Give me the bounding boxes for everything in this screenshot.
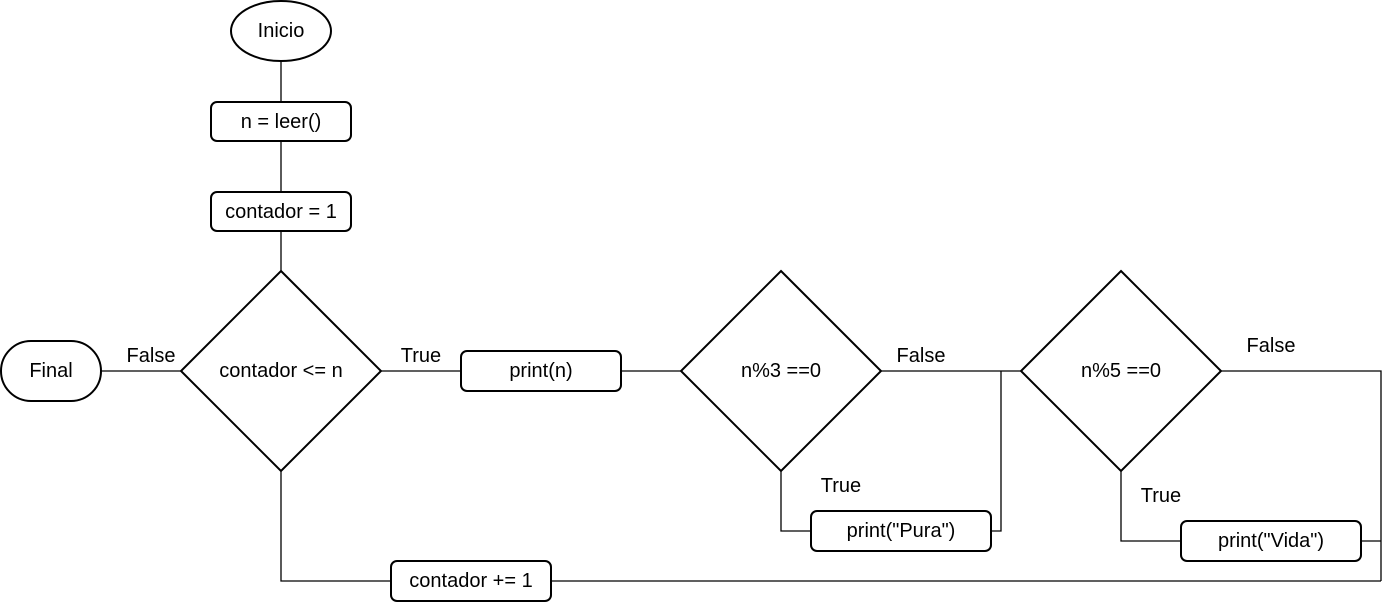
loop-true-label: True [401,345,441,367]
mod3-condition-diamond: n%3 ==0 [679,269,883,473]
init-counter-box: contador = 1 [210,191,352,232]
edge-increment-to-loop [280,471,391,582]
mod3-true-label: True [821,475,861,497]
read-n-box: n = leer() [210,101,352,142]
end-terminal: Final [0,340,102,402]
increment-label: contador += 1 [409,570,532,592]
end-label: Final [29,360,72,382]
loop-false-label: False [127,345,176,367]
increment-box: contador += 1 [390,560,552,602]
print-vida-label: print("Vida") [1218,530,1324,552]
mod3-condition-label: n%3 ==0 [741,360,821,382]
mod5-condition-label: n%5 ==0 [1081,360,1161,382]
start-terminal: Inicio [230,0,332,62]
edge-mod3-true-to-pura [780,471,811,532]
mod5-false-label: False [1247,335,1296,357]
edge-mod5-false-to-loopback [1221,370,1382,581]
edge-pura-to-join [991,371,1002,532]
print-n-box: print(n) [460,350,622,392]
read-n-label: n = leer() [241,111,322,133]
mod5-true-label: True [1141,485,1181,507]
mod3-false-label: False [897,345,946,367]
print-pura-label: print("Pura") [847,520,956,542]
connectors [101,61,1382,582]
init-counter-label: contador = 1 [225,201,337,223]
loop-condition-diamond: contador <= n [179,269,383,473]
start-label: Inicio [258,20,305,42]
mod5-condition-diamond: n%5 ==0 [1019,269,1223,473]
loop-condition-label: contador <= n [219,360,342,382]
print-vida-box: print("Vida") [1180,520,1362,562]
print-pura-box: print("Pura") [810,510,992,552]
edge-mod5-true-to-vida [1120,471,1181,542]
print-n-label: print(n) [509,360,572,382]
